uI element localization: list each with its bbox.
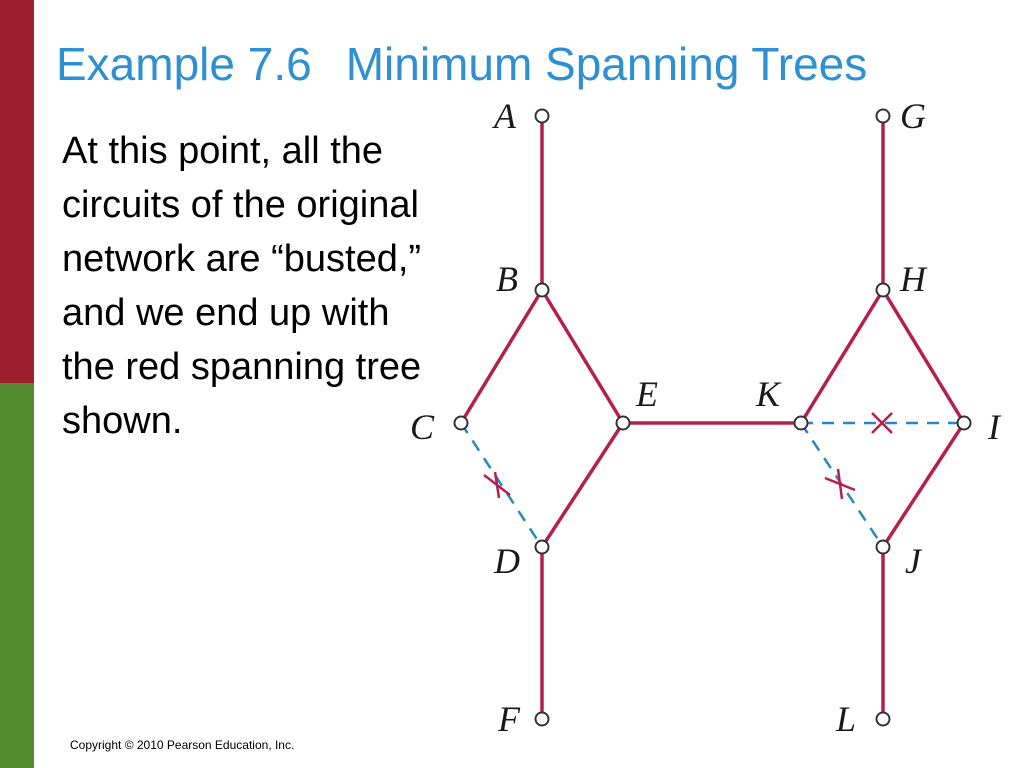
node-J bbox=[875, 539, 891, 555]
node-E bbox=[615, 415, 631, 431]
node-label-B: B bbox=[496, 259, 518, 299]
slide-title: Example 7.6 Minimum Spanning Trees bbox=[56, 36, 867, 92]
node-label-G: G bbox=[900, 96, 926, 136]
node-label-C: C bbox=[410, 407, 435, 447]
title-example-number: Example 7.6 bbox=[56, 38, 312, 90]
node-A bbox=[534, 108, 550, 124]
node-I bbox=[956, 415, 972, 431]
side-accent-green bbox=[0, 383, 34, 768]
cross-marks bbox=[483, 412, 893, 500]
node-label-E: E bbox=[635, 374, 658, 414]
node-D bbox=[534, 539, 550, 555]
node-label-D: D bbox=[493, 541, 520, 581]
edge-C-D-removed bbox=[459, 422, 544, 548]
spanning-tree-diagram: A B C D E F G H I J K L bbox=[410, 96, 1002, 739]
node-L bbox=[875, 711, 891, 727]
edge-B-E bbox=[540, 289, 625, 424]
node-label-I: I bbox=[987, 407, 1002, 447]
node-F bbox=[534, 711, 550, 727]
node-label-L: L bbox=[835, 699, 856, 739]
cross-mark-K-J bbox=[824, 468, 856, 500]
node-K bbox=[793, 415, 809, 431]
nodes bbox=[453, 108, 972, 727]
node-labels: A B C D E F G H I J K L bbox=[410, 96, 1002, 739]
edge-D-E bbox=[540, 422, 625, 548]
cross-mark-K-I bbox=[871, 412, 893, 434]
node-H bbox=[875, 282, 891, 298]
node-C bbox=[453, 415, 469, 431]
edge-I-J bbox=[881, 422, 966, 548]
node-label-K: K bbox=[755, 374, 782, 414]
edge-B-C bbox=[459, 289, 544, 424]
side-accent-red bbox=[0, 0, 34, 383]
cross-mark-C-D bbox=[483, 471, 511, 499]
title-topic: Minimum Spanning Trees bbox=[345, 38, 868, 90]
tree-edges bbox=[459, 116, 966, 719]
node-G bbox=[875, 108, 891, 124]
node-label-F: F bbox=[497, 699, 521, 739]
copyright-notice: Copyright © 2010 Pearson Education, Inc. bbox=[70, 738, 295, 752]
node-B bbox=[534, 282, 550, 298]
body-text: At this point, all the circuits of the o… bbox=[62, 130, 422, 442]
edge-H-I bbox=[881, 289, 966, 424]
removed-edges bbox=[459, 421, 964, 548]
edge-H-K bbox=[799, 289, 885, 424]
node-label-J: J bbox=[905, 541, 923, 581]
node-label-H: H bbox=[899, 259, 928, 299]
node-label-A: A bbox=[492, 96, 517, 136]
